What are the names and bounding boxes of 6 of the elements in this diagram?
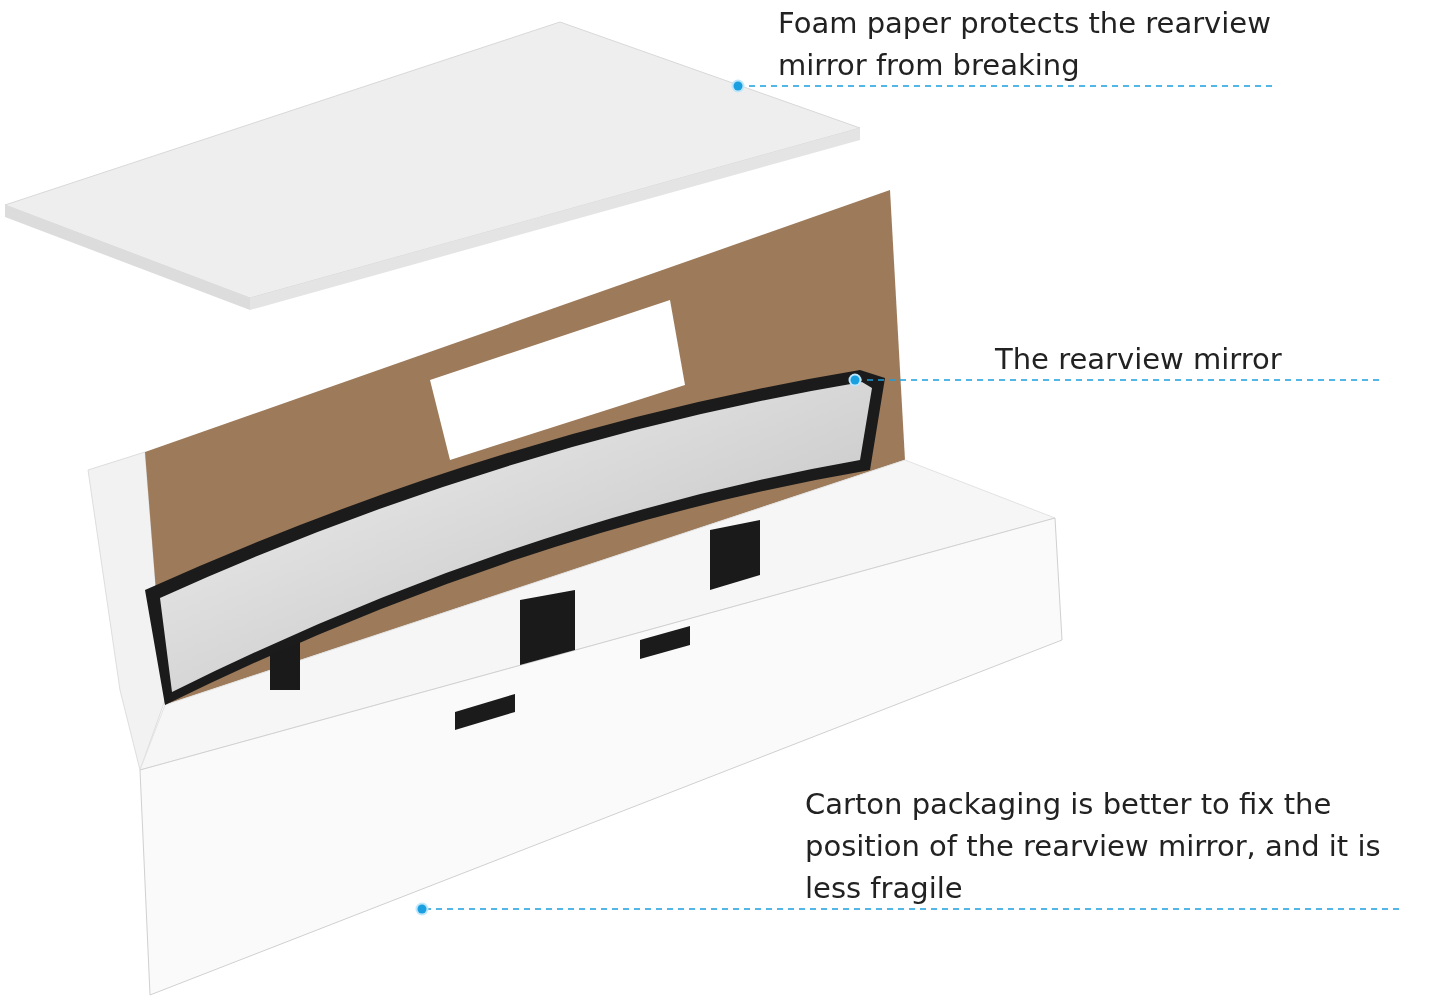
leader-line bbox=[415, 902, 1400, 916]
leader-line bbox=[848, 373, 1380, 387]
callout-text: Carton packaging is better to fix the position of the rearview mirror, and it is less fragile bbox=[805, 783, 1405, 909]
callout-text: Foam paper protects the rearview mirror from breaking bbox=[778, 2, 1278, 86]
callout-text: The rearview mirror bbox=[995, 338, 1385, 380]
leader-line bbox=[731, 79, 1273, 93]
